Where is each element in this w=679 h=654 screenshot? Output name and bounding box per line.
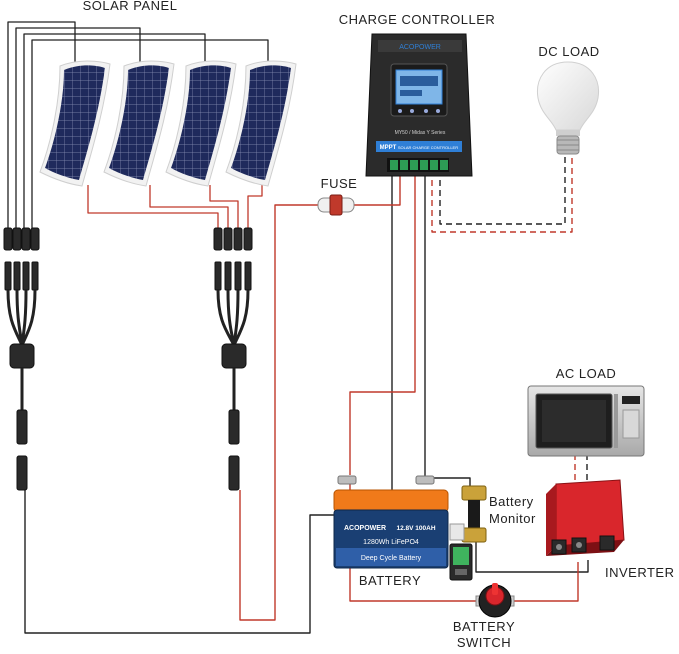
controller-brand: ACOPOWER [399, 44, 441, 51]
connector-bank-right [213, 227, 253, 491]
light-bulb-icon [536, 61, 600, 155]
controller-series: MY50 / Midas Y Series [395, 130, 446, 136]
battery-spec: 12.8V 100AH [396, 525, 435, 532]
battery-monitor-label-line1: Battery [489, 494, 534, 509]
solar-panel-3 [165, 60, 237, 187]
battery-switch-icon [475, 583, 515, 618]
controller-subtitle: SOLAR CHARGE CONTROLLER [398, 145, 458, 150]
wire-panel2-positive [149, 185, 229, 228]
charge-controller-label: CHARGE CONTROLLER [338, 12, 496, 27]
controller-badge: MPPT [380, 145, 397, 151]
microwave-icon [527, 385, 645, 457]
dc-load-label: DC LOAD [538, 44, 600, 59]
battery-switch-label-line1: BATTERY [452, 619, 516, 634]
wire-panel1-positive [87, 185, 219, 228]
wire-controller-battery-positive [349, 170, 416, 475]
battery-brand: ACOPOWER [344, 525, 386, 532]
wire-panel4-negative [31, 39, 269, 230]
battery-monitor-icon [449, 485, 487, 581]
battery-label: BATTERY [358, 573, 422, 588]
solar-panel-label: SOLAR PANEL [82, 0, 178, 13]
battery-chem: 1280Wh LiFePO4 [363, 539, 419, 546]
battery-monitor-label-line2: Monitor [489, 511, 536, 526]
battery-icon: ACOPOWER 12.8V 100AH 1280Wh LiFePO4 Deep… [333, 475, 449, 569]
inverter-label: INVERTER [605, 565, 675, 580]
wire-panel4-positive [247, 185, 263, 228]
battery-switch-label-line2: SWITCH [456, 635, 512, 650]
wire-panel1-negative [7, 21, 76, 230]
solar-panel-4 [225, 60, 297, 187]
solar-panel-icon [39, 60, 297, 187]
charge-controller-icon: ACOPOWER MY50 / Midas Y Series MPPT SOLA… [365, 33, 473, 177]
wire-array-positive [239, 204, 320, 621]
solar-panel-2 [103, 60, 175, 187]
inverter-icon [546, 479, 625, 556]
wire-array-negative [24, 170, 393, 634]
wire-switch-to-inverter [512, 562, 579, 602]
wire-panel3-negative [23, 33, 206, 230]
fuse-icon [317, 194, 355, 216]
battery-type: Deep Cycle Battery [361, 555, 422, 562]
connector-bank-left [3, 227, 40, 491]
wire-panel2-negative [15, 27, 141, 230]
wire-panel3-positive [209, 185, 239, 228]
wire-fuse-to-controller [352, 170, 401, 206]
wire-shunt-to-inverter [475, 540, 589, 573]
wire-dc-load-positive [431, 155, 573, 233]
solar-panel-1 [39, 60, 111, 187]
ac-load-label: AC LOAD [555, 366, 617, 381]
wire-dc-load-negative [439, 155, 566, 225]
fuse-label: FUSE [320, 176, 358, 191]
